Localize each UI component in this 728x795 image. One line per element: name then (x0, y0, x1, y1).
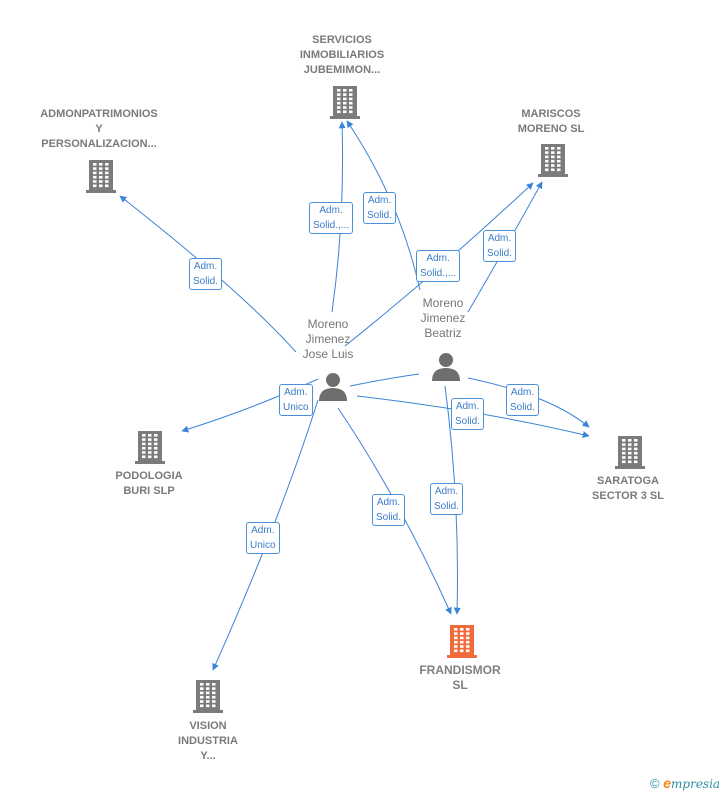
edge-label-jl-podologia[interactable]: Adm. Unico (279, 384, 313, 416)
building-icon-servicios[interactable] (330, 86, 360, 119)
edge-label-line: Solid.,... (420, 268, 457, 279)
edge-label-line: Unico (283, 402, 309, 413)
edge-label-line: Solid. (455, 416, 481, 427)
label-line: Jose Luis (302, 347, 354, 361)
node-label-mariscos[interactable]: MARISCOS MORENO SL (505, 107, 597, 137)
edge-label-be-servicios[interactable]: Adm. Solid. (363, 192, 397, 224)
edge-label-line: Adm. (455, 401, 480, 412)
node-label-vision[interactable]: VISION INDUSTRIA Y... (162, 719, 254, 764)
brand-logo-initial: e (663, 775, 672, 791)
label-line: FRANDISMOR (419, 663, 501, 677)
label-line: Beatriz (424, 326, 462, 340)
edge-be-saratoga (467, 377, 590, 428)
label-line: ADMONPATRIMONIOS (40, 108, 158, 120)
edge-label-jl-frandismor[interactable]: Adm. Solid. (372, 494, 406, 526)
building-icon-mariscos[interactable] (538, 144, 568, 177)
edge-label-line: Solid. (434, 501, 460, 512)
building-icon-saratoga[interactable] (615, 436, 645, 469)
edge-label-line: Solid. (510, 402, 536, 413)
label-line: Jimenez (305, 332, 351, 346)
edge-label-line: Unico (250, 540, 276, 551)
label-line: BURI SLP (123, 485, 175, 497)
edge-label-be-mariscos[interactable]: Adm. Solid. (483, 230, 517, 262)
node-label-frandismor[interactable]: FRANDISMOR SL (410, 663, 510, 693)
icons (86, 86, 645, 713)
node-label-podologia[interactable]: PODOLOGIA BURI SLP (103, 469, 195, 499)
edge-label-jl-admon[interactable]: Adm. Solid. (189, 258, 223, 290)
edge-label-line: Adm. (510, 387, 535, 398)
edge-label-line: Adm. (376, 497, 401, 508)
edge-label-line: Adm. (434, 486, 459, 497)
edge-jl-admon (119, 195, 297, 353)
label-line: JUBEMIMON... (303, 64, 381, 76)
edge-label-line: Solid. (193, 276, 219, 287)
building-icon-vision[interactable] (193, 680, 223, 713)
person-label-beatriz[interactable]: Moreno Jimenez Beatriz (403, 296, 483, 341)
edge-label-line: Adm. (251, 525, 275, 536)
edge-label-line: Adm. (426, 253, 450, 264)
label-line: SARATOGA (597, 475, 659, 487)
label-line: SERVICIOS (312, 34, 372, 46)
node-label-servicios[interactable]: SERVICIOS INMOBILIARIOS JUBEMIMON... (292, 33, 392, 78)
label-line: Moreno (307, 317, 349, 331)
brand-logo-text: mpresia (671, 777, 721, 791)
copyright-symbol: © (650, 776, 660, 791)
label-line: MARISCOS (521, 108, 581, 120)
edge-label-line: Adm. (487, 233, 512, 244)
edge-label-line: Solid.,... (313, 220, 350, 231)
edge-label-be-frandismor[interactable]: Adm. Solid. (430, 483, 464, 515)
node-label-admonpatrimonios[interactable]: ADMONPATRIMONIOS Y PERSONALIZACION... (33, 107, 165, 152)
edge-label-jl-servicios[interactable]: Adm. Solid.,... (309, 202, 354, 234)
edge-label-line: Adm. (193, 261, 218, 272)
label-line: PODOLOGIA (115, 470, 183, 482)
building-icon-admonpatrimonios[interactable] (86, 160, 116, 193)
label-line: Y... (200, 750, 216, 762)
edge-label-jl-saratoga[interactable]: Adm. Solid. (451, 398, 485, 430)
edge-be-jl (349, 373, 420, 387)
building-icon-frandismor[interactable] (447, 625, 477, 658)
label-line: SL (452, 678, 468, 692)
node-label-saratoga[interactable]: SARATOGA SECTOR 3 SL (582, 474, 674, 504)
label-line: INDUSTRIA (178, 735, 238, 747)
label-line: SECTOR 3 SL (592, 490, 664, 502)
edge-label-be-saratoga[interactable]: Adm. Solid. (506, 384, 540, 416)
label-line: Y (95, 123, 103, 135)
edge-label-line: Solid. (367, 210, 393, 221)
edge-label-line: Adm. (367, 195, 392, 206)
edge-label-line: Adm. (284, 387, 308, 398)
edge-label-jl-vision[interactable]: Adm. Unico (246, 522, 280, 554)
person-label-jose-luis[interactable]: Moreno Jimenez Jose Luis (288, 317, 368, 362)
edge-label-line: Adm. (319, 205, 343, 216)
label-line: MORENO SL (517, 123, 585, 135)
label-line: Moreno (422, 296, 464, 310)
label-line: INMOBILIARIOS (299, 49, 385, 61)
label-line: VISION (189, 720, 227, 732)
copyright-notice: © empresia (650, 775, 720, 791)
edge-label-line: Solid. (487, 248, 513, 259)
edge-label-jl-mariscos[interactable]: Adm. Solid.,... (416, 250, 461, 282)
label-line: PERSONALIZACION... (41, 138, 157, 150)
person-icon-beatriz[interactable] (432, 353, 460, 381)
edge-label-line: Solid. (376, 512, 402, 523)
building-icon-podologia[interactable] (135, 431, 165, 464)
person-icon-jose-luis[interactable] (319, 373, 347, 401)
label-line: Jimenez (420, 311, 466, 325)
